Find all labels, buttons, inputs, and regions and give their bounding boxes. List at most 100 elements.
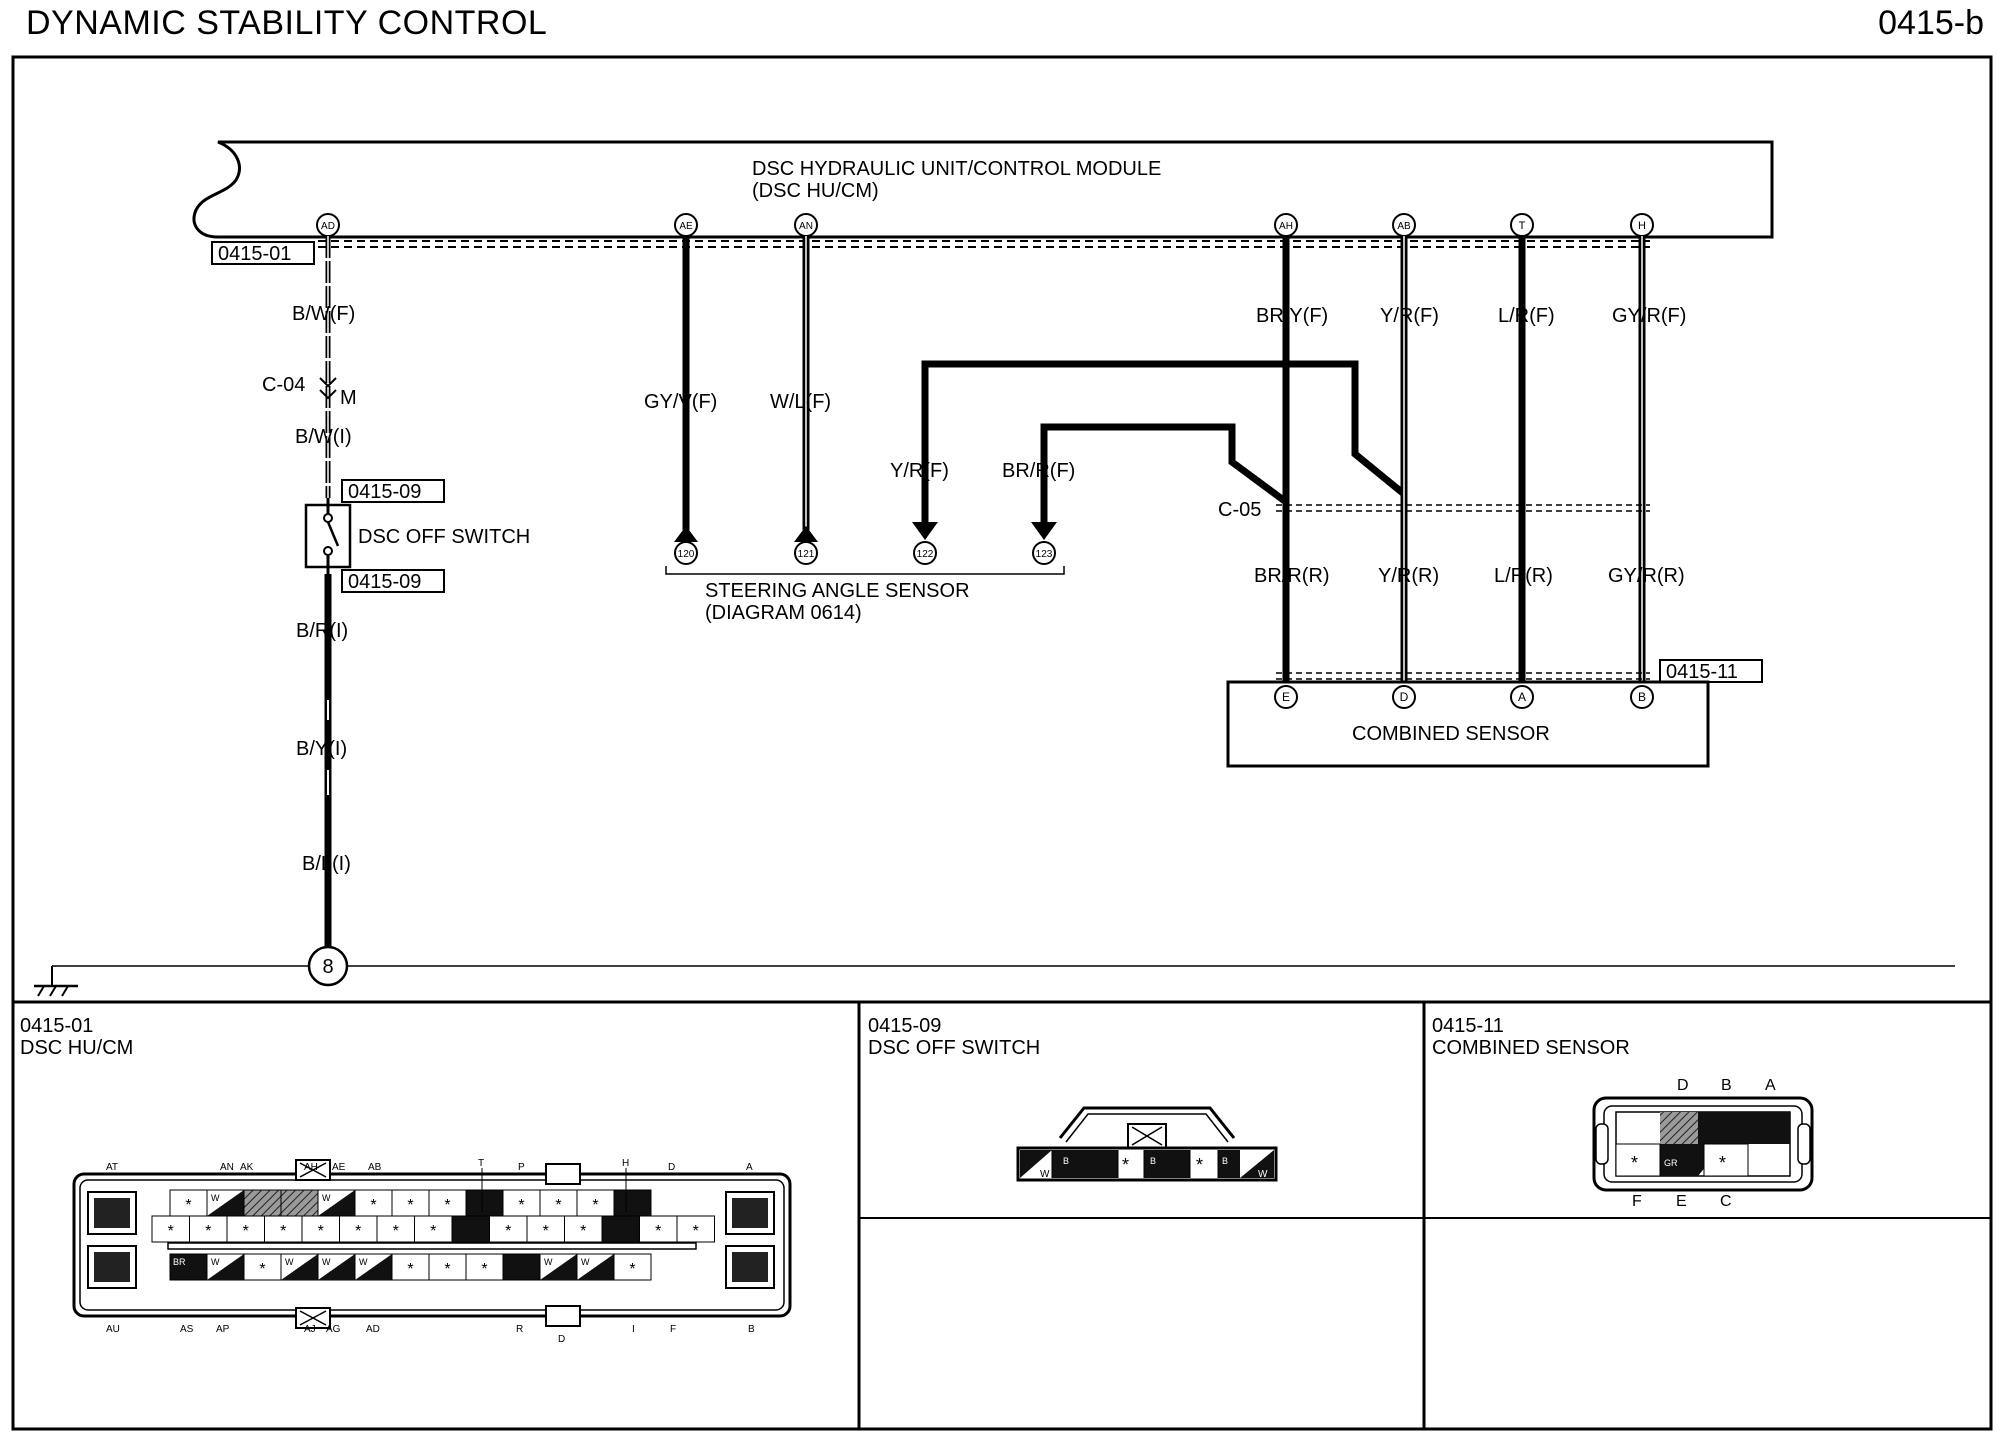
hucm-cavity-color: W — [322, 1257, 331, 1267]
pin-123: 123 — [1032, 541, 1056, 565]
steering-sensor-diagram-ref: (DIAGRAM 0614) — [705, 602, 862, 624]
svg-text:AJ: AJ — [304, 1324, 316, 1335]
hucm-cavity-stripe — [207, 1254, 244, 1280]
switch-cell-b2: B — [1150, 1156, 1156, 1166]
ref-box-hucm[interactable]: 0415-01 — [211, 241, 315, 265]
switch-connector — [1016, 1106, 1278, 1182]
svg-text:B: B — [748, 1324, 755, 1335]
connector-c04-mark — [319, 377, 337, 400]
dsc-off-switch-symbol — [304, 498, 352, 574]
module-pin-ae: AE — [674, 213, 698, 237]
hucm-cavity — [169, 1253, 208, 1281]
module-pin-ad: AD — [316, 213, 340, 237]
hucm-top-labels: AT AN AK AH AE AB T P H D A — [106, 1158, 753, 1173]
svg-text:0415-09: 0415-09 — [348, 571, 421, 593]
wire-y-r-f — [921, 360, 1407, 523]
dsc-module-box — [192, 140, 1774, 239]
diagram-frame — [11, 55, 1993, 1431]
hucm-cavity — [489, 1215, 528, 1243]
panel1-ref: 0415-01 — [20, 1015, 93, 1037]
ref-box-sensor[interactable]: 0415-11 — [1659, 659, 1763, 683]
hucm-cavity-unused: * — [655, 1223, 661, 1240]
hucm-cavity — [502, 1253, 541, 1281]
hucm-cavity — [601, 1215, 640, 1243]
label-gy-r-f: GY/R(F) — [1612, 305, 1686, 327]
panel1-name: DSC HU/CM — [20, 1037, 133, 1059]
hucm-cavity-unused: * — [693, 1223, 699, 1240]
hucm-cavity-stripe — [540, 1254, 577, 1280]
svg-text:H: H — [622, 1158, 629, 1169]
hucm-cavity — [613, 1253, 652, 1281]
svg-text:A: A — [1518, 690, 1526, 704]
hucm-cavity-color: W — [544, 1257, 553, 1267]
label-br-r-f-steer: BR/R(F) — [1002, 460, 1075, 482]
switch-cell-w2: W — [1258, 1169, 1268, 1180]
sensor-bottom-f: F — [1632, 1193, 1642, 1210]
hucm-cavity-unused: * — [280, 1223, 286, 1240]
label-br-y-f: BR/Y(F) — [1256, 305, 1328, 327]
svg-text:AP: AP — [216, 1324, 230, 1335]
hucm-bottom-labels: AU AS AP AJ AG AD R D I F B — [106, 1324, 755, 1345]
label-connector-side-m: M — [340, 387, 357, 409]
combined-sensor-box — [1226, 680, 1710, 768]
sensor-pin-b: B — [1630, 685, 1654, 709]
panel3-name: COMBINED SENSOR — [1432, 1037, 1630, 1059]
svg-text:AD: AD — [321, 221, 335, 232]
sensor-cell-gr: GR — [1664, 1158, 1678, 1168]
hucm-cavity — [676, 1215, 715, 1243]
sensor-top-d: D — [1677, 1077, 1689, 1094]
hucm-cavity — [264, 1215, 303, 1243]
hucm-cavity-unused: * — [243, 1223, 249, 1240]
hucm-cavity-unused: * — [505, 1223, 511, 1240]
switch-cell-unused-2: * — [1196, 1155, 1203, 1175]
hucm-connector — [72, 1159, 792, 1329]
ref-box-switch-bottom[interactable]: 0415-09 — [341, 569, 445, 593]
label-y-r-r: Y/R(R) — [1378, 565, 1439, 587]
svg-text:AB: AB — [368, 1162, 382, 1173]
svg-text:AE: AE — [332, 1162, 346, 1173]
svg-text:AD: AD — [366, 1324, 380, 1335]
hucm-cavity-unused: * — [592, 1197, 598, 1214]
hucm-cavity-unused: * — [444, 1197, 450, 1214]
hucm-cavity-color: BR — [173, 1257, 186, 1267]
hucm-cavity — [301, 1215, 340, 1243]
svg-text:8: 8 — [322, 956, 333, 978]
sensor-pin-a: A — [1510, 685, 1534, 709]
hucm-cavity — [564, 1215, 603, 1243]
sensor-top-b: B — [1721, 1077, 1732, 1094]
hucm-cavity-stripe — [318, 1254, 355, 1280]
label-b-r-i: B/R(I) — [296, 620, 348, 642]
hucm-cavity — [339, 1215, 378, 1243]
panel2-name: DSC OFF SWITCH — [868, 1037, 1040, 1059]
hucm-cavity-stripe — [281, 1254, 318, 1280]
hucm-cavity-unused: * — [355, 1223, 361, 1240]
hucm-cavity — [280, 1189, 319, 1217]
ground-point-8: 8 — [307, 945, 349, 987]
svg-text:122: 122 — [917, 549, 934, 560]
sensor-cell-unused-1: * — [1631, 1153, 1638, 1173]
sensor-top-a: A — [1765, 1077, 1776, 1094]
svg-text:AS: AS — [180, 1324, 194, 1335]
hucm-cavity-unused: * — [407, 1197, 413, 1214]
label-l-r-r: L/R(R) — [1494, 565, 1553, 587]
svg-text:A: A — [746, 1162, 753, 1173]
svg-text:H: H — [1638, 220, 1646, 232]
hucm-cavity-stripe — [318, 1190, 355, 1216]
svg-text:120: 120 — [678, 549, 695, 560]
label-b-w-i: B/W(I) — [295, 426, 352, 448]
hucm-cavity-color: W — [285, 1257, 294, 1267]
pin-arrow-122 — [912, 522, 938, 540]
svg-text:0415-09: 0415-09 — [348, 481, 421, 503]
svg-text:B: B — [1638, 690, 1646, 704]
svg-text:F: F — [670, 1324, 676, 1335]
hucm-cavity-color: W — [581, 1257, 590, 1267]
label-w-l-f: W/L(F) — [770, 391, 831, 413]
label-l-r-f: L/R(F) — [1498, 305, 1555, 327]
ref-box-switch-top[interactable]: 0415-09 — [341, 479, 445, 503]
sensor-bottom-c: C — [1720, 1193, 1732, 1210]
label-b-w-f: B/W(F) — [292, 303, 355, 325]
pin-arrow-123 — [1031, 522, 1057, 540]
hucm-cavity — [376, 1215, 415, 1243]
svg-text:T: T — [478, 1158, 484, 1169]
module-label-line1: DSC HYDRAULIC UNIT/CONTROL MODULE — [752, 158, 1161, 180]
